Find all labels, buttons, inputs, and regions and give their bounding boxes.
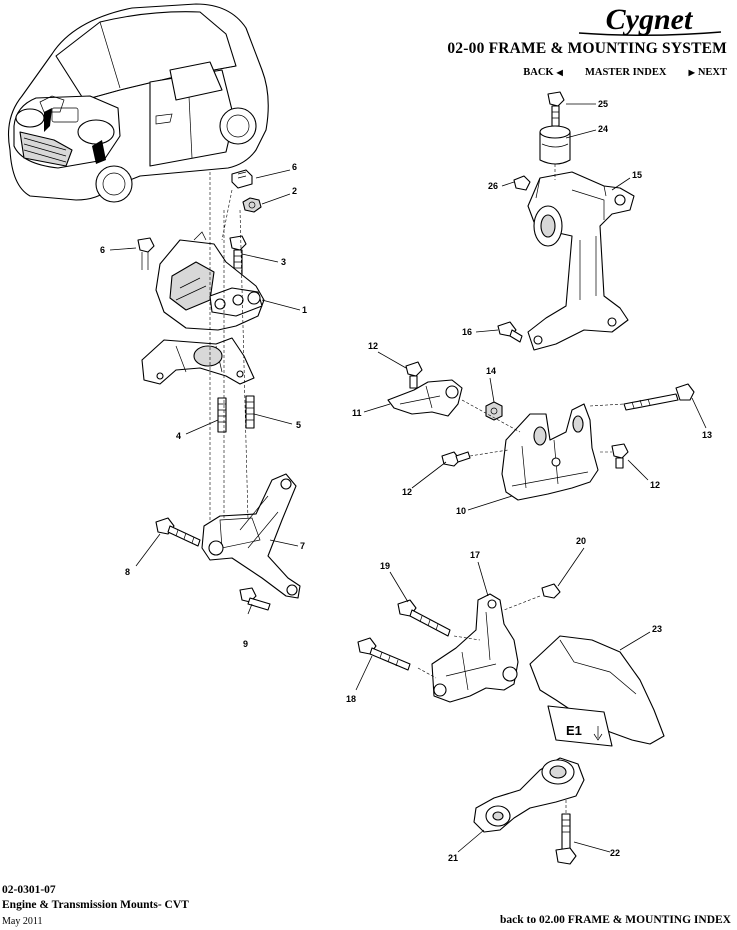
next-link[interactable]: ▶NEXT [688, 67, 727, 78]
left-mount-assembly [137, 169, 301, 611]
page-title: 02-00 FRAME & MOUNTING SYSTEM [447, 40, 727, 57]
back-to-index-link[interactable]: back to 02.00 FRAME & MOUNTING INDEX [500, 914, 731, 926]
lower-mount-assembly: E1 [357, 583, 665, 865]
callout-9: 9 [243, 639, 248, 649]
callout-23: 23 [652, 624, 662, 634]
next-arrow-icon: ▶ [688, 68, 695, 77]
callout-3: 3 [281, 257, 286, 267]
callout-26: 26 [488, 181, 498, 191]
right-mount-assembly [497, 91, 635, 351]
callout-18: 18 [346, 694, 356, 704]
master-index-link[interactable]: MASTER INDEX [585, 67, 667, 78]
callout-13: 13 [702, 430, 712, 440]
callout-12-top: 12 [368, 341, 378, 351]
leader-lines [109, 103, 707, 853]
callout-5: 5 [296, 420, 301, 430]
callout-6-left: 6 [100, 245, 105, 255]
back-link[interactable]: BACK◀ [523, 67, 563, 78]
callout-numbers: 6 2 6 3 1 4 5 7 8 9 25 24 26 15 16 12 11… [100, 99, 712, 863]
car-illustration [7, 3, 269, 203]
callout-8: 8 [125, 567, 130, 577]
callout-25: 25 [598, 99, 608, 109]
cygnet-logo: Cygnet [578, 3, 722, 37]
callout-21: 21 [448, 853, 458, 863]
callout-24: 24 [598, 124, 608, 134]
document-description: Engine & Transmission Mounts- CVT [2, 899, 189, 911]
back-arrow-icon: ◀ [556, 68, 563, 77]
brand-wordmark: Cygnet [606, 3, 694, 36]
callout-12-right: 12 [650, 480, 660, 490]
callout-14: 14 [486, 366, 496, 376]
callout-20: 20 [576, 536, 586, 546]
callout-22: 22 [610, 848, 620, 858]
document-code: 02-0301-07 [2, 884, 56, 896]
callout-1: 1 [302, 305, 307, 315]
callout-7: 7 [300, 541, 305, 551]
callout-11: 11 [352, 408, 362, 418]
document-date: May 2011 [2, 916, 43, 927]
callout-16: 16 [462, 327, 472, 337]
callout-17: 17 [470, 550, 480, 560]
callout-12-left: 12 [402, 487, 412, 497]
callout-4: 4 [176, 431, 181, 441]
nav-bar: BACK◀ MASTER INDEX ▶NEXT [523, 67, 727, 78]
part-mark-e1: E1 [566, 723, 582, 738]
callout-2: 2 [292, 186, 297, 196]
callout-6-top: 6 [292, 162, 297, 172]
callout-10: 10 [456, 506, 466, 516]
torque-bracket-assembly [387, 361, 695, 501]
callout-19: 19 [380, 561, 390, 571]
callout-15: 15 [632, 170, 642, 180]
